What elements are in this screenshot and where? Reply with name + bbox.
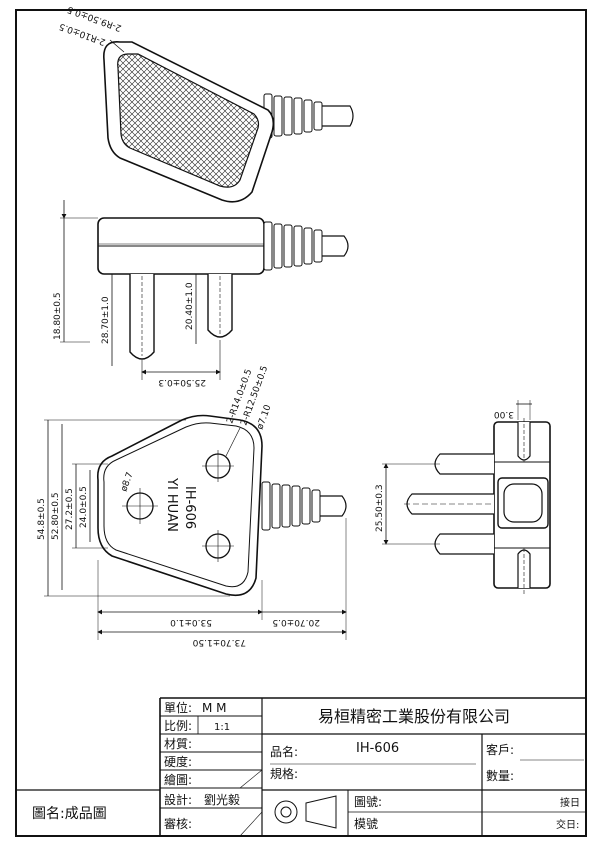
front-dim-2070: 20.70±0.5 bbox=[272, 617, 320, 627]
side-dim-28: 28.70±1.0 bbox=[101, 296, 111, 344]
front-dim-272: 27.2±0.5 bbox=[65, 488, 75, 530]
design-label: 設計: bbox=[164, 792, 192, 807]
drawn-label: 繪圖: bbox=[164, 772, 192, 787]
unit-label: 單位: bbox=[164, 700, 192, 715]
review-label: 審核: bbox=[164, 816, 192, 831]
top-view: 2-R9.50±0.5 2-R10±0.5 bbox=[58, 4, 354, 203]
side-dim-18: 18.80±0.5 bbox=[53, 292, 63, 340]
side-dim-20: 20.40±1.0 bbox=[185, 282, 195, 330]
end-view: 3.00 25.50±0.3 bbox=[375, 400, 551, 594]
front-dim-7370: 73.70±1.50 bbox=[192, 637, 246, 647]
side-dim-25: 25.50±0.3 bbox=[158, 377, 206, 387]
scale-value: 1:1 bbox=[214, 722, 230, 733]
front-dim-530: 53.0±1.0 bbox=[170, 617, 212, 627]
title-block bbox=[16, 697, 586, 837]
product-label: 品名: bbox=[270, 744, 298, 759]
model-text: IH-606 bbox=[182, 486, 197, 529]
end-dim-300: 3.00 bbox=[494, 409, 514, 419]
brand-text: YI HUAN bbox=[164, 477, 179, 532]
hardness-label: 硬度: bbox=[164, 754, 192, 769]
mold-no-label: 模號 bbox=[354, 817, 378, 831]
scale-label: 比例: bbox=[164, 719, 192, 733]
front-view: YI HUAN IH-606 2-R14.0±0.5 2-R12.50±0.5 … bbox=[37, 365, 347, 647]
material-label: 材質: bbox=[164, 736, 192, 751]
unit-value: M M bbox=[202, 701, 227, 715]
sheet-border bbox=[15, 9, 587, 837]
drawing-name: 圖名:成品圖 bbox=[32, 806, 107, 822]
end-dim-2550: 25.50±0.3 bbox=[375, 484, 385, 532]
front-dim-548: 54.8±0.5 bbox=[37, 498, 47, 540]
front-dim-240: 24.0±0.5 bbox=[79, 486, 89, 528]
quantity-label: 數量: bbox=[486, 769, 514, 783]
receive-label: 接日 bbox=[560, 796, 580, 809]
company-name: 易桓精密工業股份有限公司 bbox=[318, 707, 510, 726]
product-value: IH-606 bbox=[356, 741, 399, 756]
front-hole-dia: ø7.10 bbox=[255, 403, 273, 431]
title-block-text: 單位: M M 比例: 1:1 材質: 硬度: 繪圖: 設計: 劉光毅 審核: … bbox=[32, 700, 580, 831]
customer-label: 客戶: bbox=[486, 742, 514, 757]
spec-label: 規格: bbox=[270, 766, 298, 781]
deliver-label: 交日: bbox=[556, 818, 579, 831]
side-view: 18.80±0.5 28.70±1.0 20.40±1.0 25.50±0.3 bbox=[53, 200, 349, 387]
design-value: 劉光毅 bbox=[204, 792, 240, 807]
drawing-no-label: 圖號: bbox=[354, 795, 382, 809]
projection-symbol-icon bbox=[274, 800, 298, 824]
front-dim-528: 52.80±0.5 bbox=[51, 492, 61, 540]
